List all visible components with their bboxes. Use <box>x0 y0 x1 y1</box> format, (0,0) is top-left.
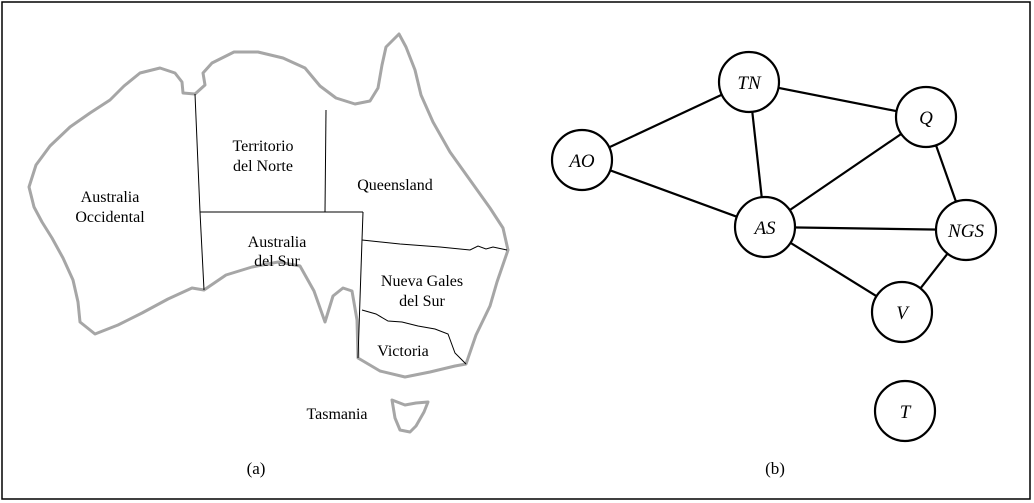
node-q: Q <box>894 85 958 149</box>
label-new-south-wales-line2: del Sur <box>399 293 445 310</box>
node-v-circle <box>870 280 934 344</box>
node-nsw: NGS <box>934 198 998 262</box>
label-western-australia-line1: Australia <box>81 189 140 206</box>
label-south-australia: Australia del Sur <box>248 234 307 270</box>
node-q-circle <box>894 85 958 149</box>
label-northern-territory: Territorio del Norte <box>232 138 293 175</box>
node-q-label: Q <box>919 108 933 129</box>
node-sa: AS <box>733 195 797 259</box>
node-sa-circle <box>733 195 797 259</box>
label-south-australia-line1: Australia <box>248 234 307 251</box>
node-nsw-label: NGS <box>947 221 984 242</box>
label-queensland: Queensland <box>357 177 433 194</box>
border-nt-qld <box>324 109 327 213</box>
constraint-graph: AO TN Q AS NGS V T (b) <box>550 50 998 478</box>
node-nsw-circle <box>934 198 998 262</box>
border-qld-nsw <box>361 239 508 251</box>
node-t-label: T <box>900 402 912 423</box>
node-nt-label: TN <box>737 73 762 94</box>
node-wa: AO <box>550 128 614 192</box>
node-sa-label: AS <box>752 218 776 239</box>
caption-b: (b) <box>765 459 785 478</box>
edge-wa-sa <box>581 158 766 229</box>
node-wa-label: AO <box>567 151 595 172</box>
node-nt: TN <box>717 50 781 114</box>
label-new-south-wales-line1: Nueva Gales <box>381 273 463 290</box>
label-northern-territory-line1: Territorio <box>232 138 293 155</box>
caption-a: (a) <box>247 459 266 478</box>
node-wa-circle <box>550 128 614 192</box>
label-western-australia-line2: Occidental <box>75 209 145 226</box>
node-t-circle <box>873 379 937 443</box>
label-south-australia-line2: del Sur <box>254 253 300 270</box>
label-western-australia: Australia Occidental <box>75 189 145 226</box>
graph-nodes: AO TN Q AS NGS V T <box>550 50 998 443</box>
node-v: V <box>870 280 934 344</box>
label-tasmania: Tasmania <box>306 406 367 423</box>
tasmania-coastline <box>390 398 430 434</box>
node-nt-circle <box>717 50 781 114</box>
label-new-south-wales: Nueva Gales del Sur <box>381 273 463 310</box>
node-t: T <box>873 379 937 443</box>
edge-sa-q <box>764 116 927 228</box>
node-v-label: V <box>896 303 910 324</box>
label-victoria: Victoria <box>377 343 428 360</box>
label-northern-territory-line2: del Norte <box>233 158 293 175</box>
border-nsw-vic <box>361 309 467 365</box>
australia-map: Australia Occidental Territorio del Nort… <box>27 32 510 478</box>
edge-sa-nsw <box>764 225 967 232</box>
